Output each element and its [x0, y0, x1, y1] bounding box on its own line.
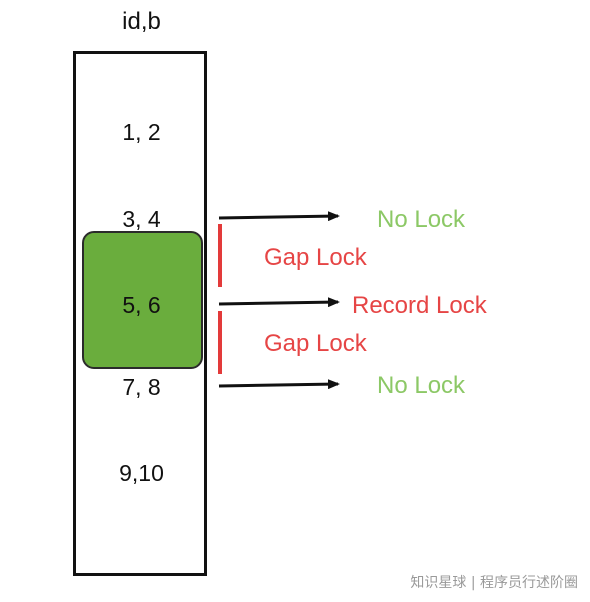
row-3-4: 3, 4 — [122, 206, 161, 232]
gap-lock-label-top: Gap Lock — [264, 244, 367, 271]
record-highlight — [82, 231, 203, 369]
arrow-record-lock — [218, 297, 340, 308]
row-9-10: 9,10 — [119, 460, 164, 486]
gap-lock-label-bottom: Gap Lock — [264, 330, 367, 357]
gap-bar-top — [218, 224, 222, 287]
row-5-6: 5, 6 — [122, 292, 161, 318]
no-lock-label-top: No Lock — [377, 206, 466, 233]
row-7-8: 7, 8 — [122, 374, 161, 400]
record-lock-label: Record Lock — [352, 292, 487, 319]
watermark-text: 知识星球 | 程序员行述阶圈 — [410, 575, 578, 591]
row-1-2: 1, 2 — [122, 119, 161, 145]
gap-bar-bottom — [218, 311, 222, 374]
column-header: id,b — [122, 8, 161, 35]
arrow-no-lock-top — [218, 211, 340, 222]
arrow-no-lock-bottom — [218, 379, 340, 390]
no-lock-label-bottom: No Lock — [377, 372, 466, 399]
